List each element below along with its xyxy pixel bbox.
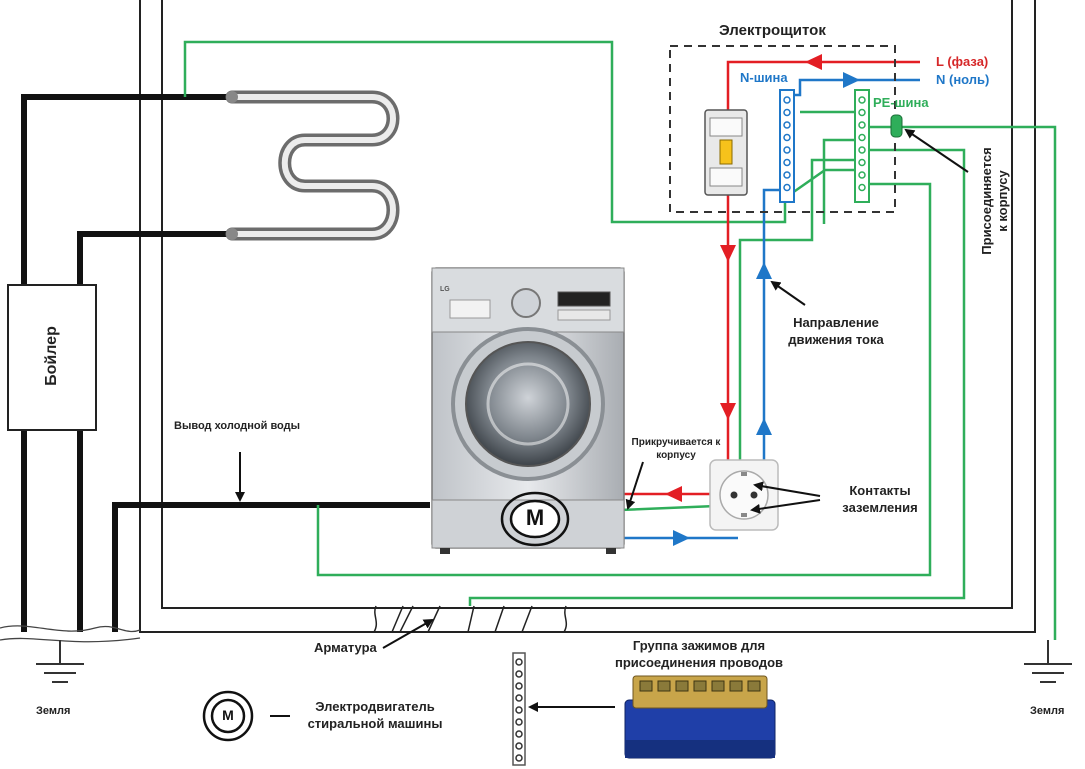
terminal-screw [693,680,707,692]
ground-right-label: Земля [1030,705,1065,717]
current-direction-arrows [665,54,860,546]
pe-clamp [890,114,903,138]
panel-title: Электрощиток [719,22,826,39]
terminal-screw [657,680,671,692]
strip-screw [515,658,523,666]
pe-bus-label: PE-шина [873,95,929,110]
strip-screw [515,694,523,702]
n-bus-screw [783,121,791,129]
pe-bus-screw [858,121,866,129]
motor-icon [500,491,570,547]
walls [139,0,1036,633]
n-bus-label: N-шина [740,70,788,85]
ground-symbol-icon [36,640,84,683]
strip-screw [515,730,523,738]
pe-bus-screw [858,96,866,104]
strip-screw [515,682,523,690]
legend-motor-icon [202,690,290,742]
strip-screw [515,706,523,714]
ground-contacts-label: Контакты заземления [842,483,918,515]
strip-screw [515,742,523,750]
circuit-breaker-icon [704,109,748,196]
n-bus-screw [783,133,791,142]
legend-motor-letter: M [222,707,234,723]
strip-screw [515,718,523,726]
boiler-pipes [21,94,430,632]
pointer-arrows [235,128,969,712]
n-bus-screw [783,146,791,154]
boiler-box [7,284,97,431]
pe-bus-screw [858,146,866,154]
terminal-screw [639,680,653,692]
screwed-to-body-label: Прикручивается к корпусу [631,437,721,461]
current-direction-label: Направление движения тока [788,315,884,347]
attach-body-label: Присоединяется к корпусу [979,147,1010,255]
n-bus-screw [783,108,791,117]
ground-symbol-icon [1024,640,1072,683]
boiler-label: Бойлер [43,326,60,386]
terminal-screw [675,680,689,692]
pe-wires [183,40,1057,640]
terminal-screw [711,680,725,692]
n-bus-screw [783,171,791,179]
n-bus-screw [783,183,791,192]
pe-bus-screw [858,158,866,167]
ground-left-label: Земля [36,705,71,717]
towel-rail-icon [225,90,400,241]
terminal-screw [747,680,761,692]
motor-desc-label: Электродвигатель стиральной машины [307,699,443,731]
cold-water-label: Вывод холодной воды [174,420,301,432]
pe-bus-screw [858,171,866,179]
rebar-hatch [373,605,568,633]
terminal-group-label: Группа зажимов для присоединения проводо… [614,638,784,670]
terminal-screw [729,680,743,692]
pe-bus-screw [858,183,866,192]
washer-brand: LG [440,286,450,293]
washing-machine-icon [431,267,625,554]
dynamic-marks [515,96,866,762]
neutral-label: N (ноль) [936,72,990,87]
ground-soil-left [0,625,141,643]
terminal-block-icon [624,675,776,759]
n-bus-screw [783,96,791,104]
rebar-label: Арматура [314,640,377,655]
phase-label: L (фаза) [936,54,989,69]
n-bus-screw [783,158,791,167]
strip-screw [515,670,523,678]
pe-bus-screw [858,108,866,117]
strip-screw [515,754,523,762]
motor-letter: M [525,505,545,530]
pe-bus-screw [858,133,866,142]
socket-icon [709,459,779,531]
